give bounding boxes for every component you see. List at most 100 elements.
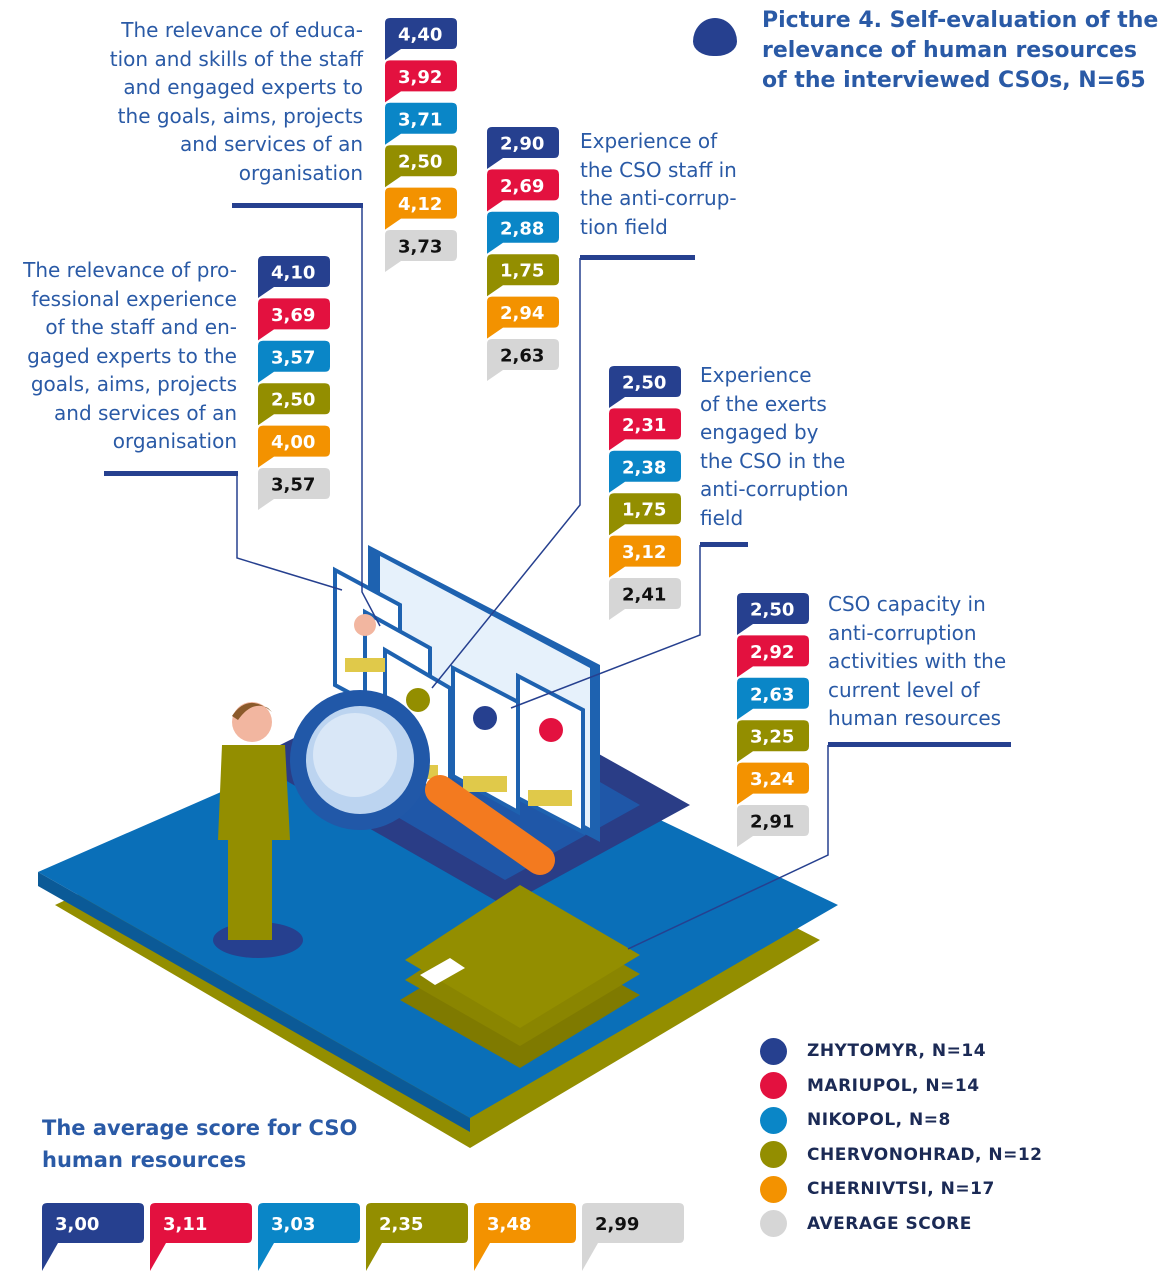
badge-value: 1,75 [622,500,666,521]
folder-stack [400,885,640,1068]
value-badge: 2,50 [609,366,681,408]
badge-shape [385,60,457,103]
leader-line-2 [236,475,343,591]
magnifier [290,690,555,875]
leader-underlines [104,203,1011,747]
badge-value: 2,99 [595,1214,639,1235]
badge-value: 2,91 [750,812,794,833]
group-label-3: Experience of the CSO staff in the anti-… [580,129,737,239]
badge-value: 3,25 [750,727,794,748]
legend-item-chernivtsi: CHERNIVTSI, N=17 [760,1172,1043,1207]
value-badge: 2,50 [258,383,330,426]
value-badge: 2,94 [487,296,559,339]
underline-4 [700,542,748,547]
group-label-2: The relevance of pro- fessional experien… [23,258,237,453]
leader-line-4 [510,545,701,709]
group-label-1: The relevance of educa- tion and skills … [109,18,363,185]
legend-dot [760,1106,787,1134]
platform-edge [38,872,470,1132]
leader-line-5 [627,745,829,950]
badge-shape [737,635,809,678]
value-badge: 2,88 [487,211,559,254]
badge-shape [258,340,330,383]
legend-label: CHERVONOHRAD, N=12 [807,1144,1043,1165]
person-head [232,702,272,742]
group-label-4: Experience of the exerts engaged by the … [700,363,849,530]
magnifier-handle [425,775,555,875]
badge-value: 3,12 [622,542,666,563]
value-badge: 3,92 [385,60,457,103]
badge-value: 1,75 [500,261,544,282]
legend-dot [760,1037,787,1065]
average-score-badge: 2,99 [582,1203,684,1271]
value-badge: 2,63 [737,677,809,720]
badge-shape [258,1203,360,1271]
badge-value: 3,57 [271,347,315,368]
value-badge: 4,10 [258,256,330,298]
badge-value: 3,48 [487,1214,531,1235]
average-score-badge: 3,03 [258,1203,360,1271]
folder [405,885,640,1028]
badge-value: 2,88 [500,218,544,239]
person-legs [228,830,272,940]
legend-dot [760,1175,787,1203]
avatar [354,614,376,636]
legend-label: MARIUPOL, N=14 [807,1075,980,1096]
badge-value: 2,69 [500,176,544,197]
value-badge: 2,31 [609,408,681,451]
person-body [218,745,290,840]
badge-shape [487,169,559,212]
badge-shape [385,145,457,188]
badge-value: 2,35 [379,1214,423,1235]
average-score-badge: 3,11 [150,1203,252,1271]
badge-shape [737,677,809,720]
badge-shape [737,720,809,763]
value-badge: 4,12 [385,187,457,230]
avatar [473,706,497,730]
badge-shape [258,256,330,298]
legend-item-average: AVERAGE SCORE [760,1207,1043,1242]
badge-shape [385,230,457,272]
badge-shape [609,535,681,578]
legend-dot [760,1210,787,1238]
badge-value: 2,31 [622,415,666,436]
badge-value: 3,57 [271,475,315,496]
badge-value: 2,63 [750,684,794,705]
value-badge: 2,63 [487,339,559,381]
underline-5 [828,742,1011,747]
badge-value: 3,73 [398,237,442,258]
legend-item-chervonohrad: CHERVONOHRAD, N=12 [760,1138,1043,1173]
badge-shape [609,578,681,620]
value-badge: 2,90 [487,127,559,169]
value-badge: 2,69 [487,169,559,212]
badge-shape [258,383,330,426]
value-badge: 4,00 [258,425,330,468]
legend-label: CHERNIVTSI, N=17 [807,1179,995,1200]
person-hair [232,702,272,720]
badge-value: 2,50 [398,152,442,173]
card-lines [528,790,572,806]
average-score-badge: 3,48 [474,1203,576,1271]
badge-value: 2,92 [750,642,794,663]
legend-item-mariupol: MARIUPOL, N=14 [760,1069,1043,1104]
badge-shape [609,366,681,408]
badge-value: 2,38 [622,457,666,478]
magnifier-glass [313,713,397,797]
badge-shape [487,211,559,254]
value-badge: 3,71 [385,102,457,145]
group-label-5: CSO capacity in anti-corruption activiti… [828,592,1007,730]
folder-label [420,958,465,985]
badge-value: 4,00 [271,432,315,453]
badge-shape [150,1203,252,1271]
badge-shape [474,1203,576,1271]
badge-value: 3,92 [398,67,442,88]
badge-shape [385,18,457,60]
underline-1 [232,203,363,208]
badge-value: 3,69 [271,305,315,326]
badge-value: 2,50 [750,600,794,621]
value-badge: 4,40 [385,18,457,60]
badge-value: 4,40 [398,25,442,46]
value-badge: 1,75 [487,254,559,297]
legend-dot [760,1072,787,1100]
